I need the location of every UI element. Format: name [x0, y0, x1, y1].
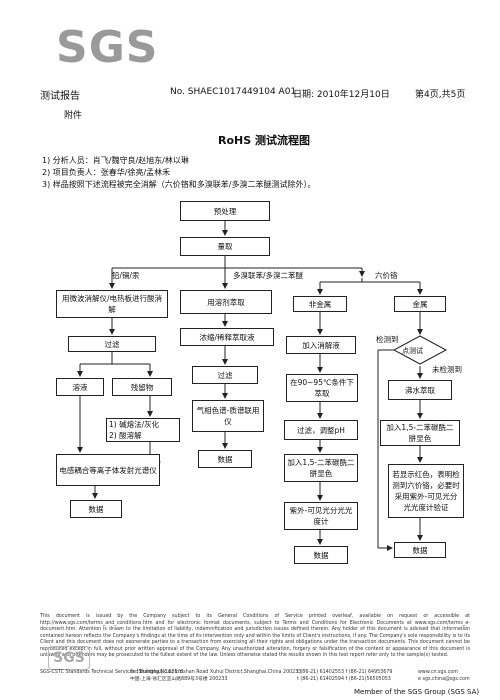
heat-extract-box: 在90~95℃条件下萃取	[286, 374, 358, 402]
sgs-logo: SGS	[56, 22, 159, 73]
report-date: 日期: 2010年12月10日	[293, 90, 390, 100]
page-number: 第4页,共5页	[415, 90, 466, 100]
detected-label: 检测到	[376, 335, 399, 344]
residue-treatment-box: 1) 碱熔法/灰化 2) 酸溶解	[106, 418, 180, 442]
nonmetal-box: 非金属	[293, 296, 347, 312]
note-item: 3) 样品按照下述流程被完全消解（六价铬和多溴联苯/多溴二苯醚测试除外）。	[42, 180, 316, 189]
metal-box: 金属	[394, 296, 446, 312]
solvent-extract-box: 用溶剂萃取	[180, 290, 272, 314]
address-en: 3rd Building,No.889 Yishan Road Xuhui Di…	[130, 670, 302, 675]
filter-box: 过滤	[68, 336, 156, 352]
red-note-box: 若显示红色，表明检测到六价铬，必要时采用紫外-可见光分光光度计验证	[388, 464, 464, 518]
note-item: 2) 项目负责人：张春华/徐亮/孟林禾	[42, 168, 171, 177]
website[interactable]: www.cn.sgs.com	[418, 670, 458, 675]
email[interactable]: e sgs.china@sgs.com	[418, 677, 470, 682]
data-box: 数据	[70, 500, 122, 518]
weigh-box: 量取	[180, 237, 270, 256]
pretreat-box: 预处理	[180, 201, 270, 221]
add-dpc-box: 加入1,5-二苯碳酰二肼显色	[380, 420, 460, 446]
not-detected-label: 未检测到	[432, 365, 462, 374]
note-item: 1) 分析人员：肖飞/魏守良/赵旭东/林以琳	[42, 156, 189, 165]
branch-metal-label: 铅/镉/汞	[112, 271, 140, 280]
concentrate-box: 浓缩/稀释萃取液	[180, 328, 274, 346]
solution-box: 溶液	[56, 378, 104, 396]
branch-cr-label: 六价铬	[375, 271, 398, 280]
sgs-stamp: SGS	[48, 646, 90, 670]
member-line: Member of the SGS Group (SGS SA)	[354, 688, 480, 696]
branch-pbb-label: 多溴联苯/多溴二苯醚	[233, 271, 304, 280]
attachment-label: 附件	[64, 111, 83, 121]
uvvis-box: 紫外-可见光分光光度计	[284, 502, 358, 530]
notes-list: 1) 分析人员：肖飞/魏守良/赵旭东/林以琳 2) 项目负责人：张春华/徐亮/孟…	[42, 155, 315, 191]
telephone-2: t (86-21) 61402594 f (86-21)56505053	[297, 677, 391, 682]
data-box: 数据	[394, 542, 446, 558]
filter-box: 过滤	[192, 366, 258, 384]
page-title: RoHS 测试流程图	[218, 134, 310, 147]
report-number: No. SHAEC1017449104 A01	[170, 87, 297, 97]
data-box: 数据	[294, 546, 348, 564]
residue-box: 残留物	[112, 378, 172, 396]
icp-box: 电感耦合等离子体发射光谱仪	[56, 454, 160, 486]
gcms-box: 气相色谱-质谱联用仪	[192, 400, 264, 432]
company-name: SGS-CSTC Standards Technical Services (S…	[40, 670, 185, 675]
report-label: 测试报告	[40, 91, 80, 102]
acid-digest-box: 用微波消解仪/电热板进行酸消解	[56, 290, 168, 318]
add-dpc-box: 加入1,5-二苯碳酰二肼显色	[284, 454, 358, 482]
legal-disclaimer: This document is issued by the Company s…	[40, 614, 470, 658]
spot-test-label: 点测试	[402, 347, 423, 355]
boil-extract-box: 沸水萃取	[388, 380, 452, 400]
alkali-digest-box: 加入消解液	[286, 336, 356, 354]
telephone-1: t (86-21) 61402553 f (86-21) 64953679	[297, 670, 393, 675]
address-cn: 中国·上海·徐汇区宜山路889号3号楼 200233	[130, 677, 228, 682]
filter-ph-box: 过滤，调整pH	[284, 420, 358, 440]
data-box: 数据	[198, 450, 252, 468]
